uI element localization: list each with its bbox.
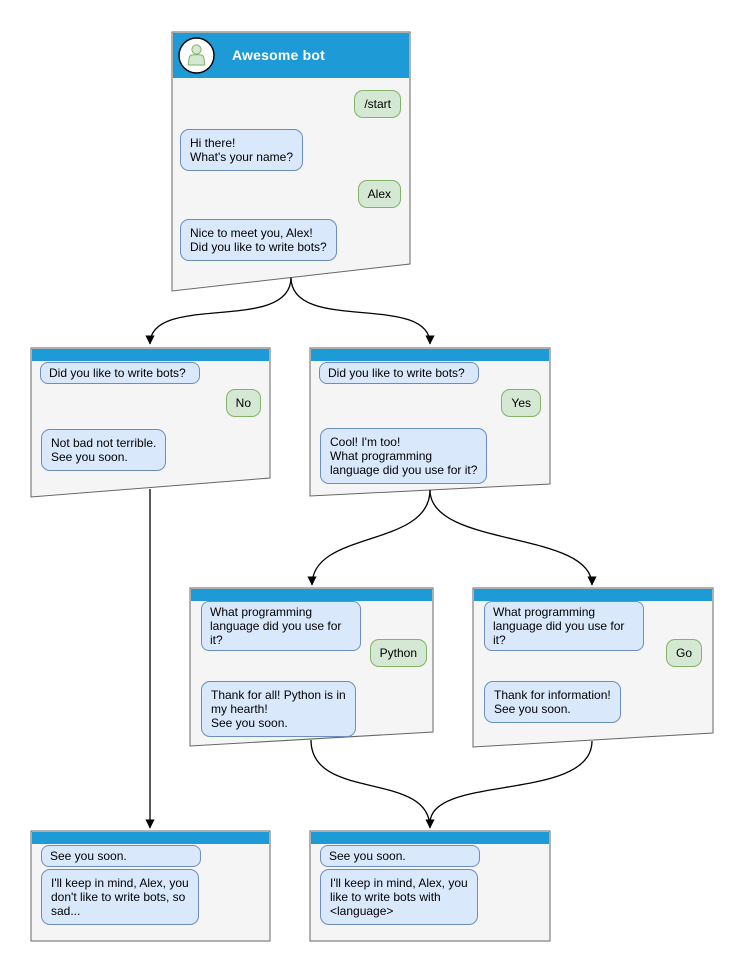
branch-yes-titlebar bbox=[311, 349, 549, 361]
branch-python-reply: Thank for all! Python is in my hearth! S… bbox=[201, 681, 356, 737]
branch-no-answer: No bbox=[225, 389, 261, 417]
branch-go-question: What programming language did you use fo… bbox=[484, 601, 644, 651]
arrow-yes-to-go bbox=[429, 489, 597, 586]
msg-bot-ask: Nice to meet you, Alex! Did you like to … bbox=[180, 219, 337, 261]
arrow-root-to-no bbox=[145, 277, 292, 345]
end-no-titlebar bbox=[32, 832, 269, 844]
branch-yes-answer: Yes bbox=[501, 389, 541, 417]
branch-no-reply: Not bad not terrible. See you soon. bbox=[41, 429, 167, 471]
arrow-yes-to-python bbox=[307, 489, 431, 586]
arrow-go-to-end bbox=[429, 740, 593, 824]
branch-go-answer: Go bbox=[665, 639, 702, 667]
arrow-root-to-yes bbox=[290, 277, 435, 345]
bot-avatar-icon bbox=[178, 37, 215, 74]
root-window-title: Awesome bot bbox=[232, 47, 325, 63]
end-yes-reply: I'll keep in mind, Alex, you like to wri… bbox=[320, 869, 478, 925]
msg-user-start: /start bbox=[354, 90, 401, 118]
branch-python-answer: Python bbox=[369, 639, 427, 667]
msg-user-name: Alex bbox=[357, 180, 401, 208]
branch-yes-reply: Cool! I'm too! What programming language… bbox=[320, 428, 488, 484]
branch-python-titlebar bbox=[191, 589, 432, 601]
msg-bot-greet: Hi there! What's your name? bbox=[180, 129, 304, 171]
end-no-question: See you soon. bbox=[41, 845, 201, 867]
branch-python-question: What programming language did you use fo… bbox=[201, 601, 361, 651]
end-yes-question: See you soon. bbox=[320, 845, 480, 867]
branch-go-titlebar bbox=[474, 589, 712, 601]
root-window-titlebar: Awesome bot bbox=[173, 33, 409, 78]
end-yes-titlebar bbox=[311, 832, 549, 844]
branch-yes-question: Did you like to write bots? bbox=[319, 362, 479, 384]
arrow-python-to-end bbox=[310, 739, 435, 829]
branch-go-reply: Thank for information! See you soon. bbox=[484, 681, 621, 723]
branch-no-question: Did you like to write bots? bbox=[40, 362, 200, 384]
end-no-reply: I'll keep in mind, Alex, you don't like … bbox=[41, 869, 199, 925]
branch-no-titlebar bbox=[32, 349, 269, 361]
